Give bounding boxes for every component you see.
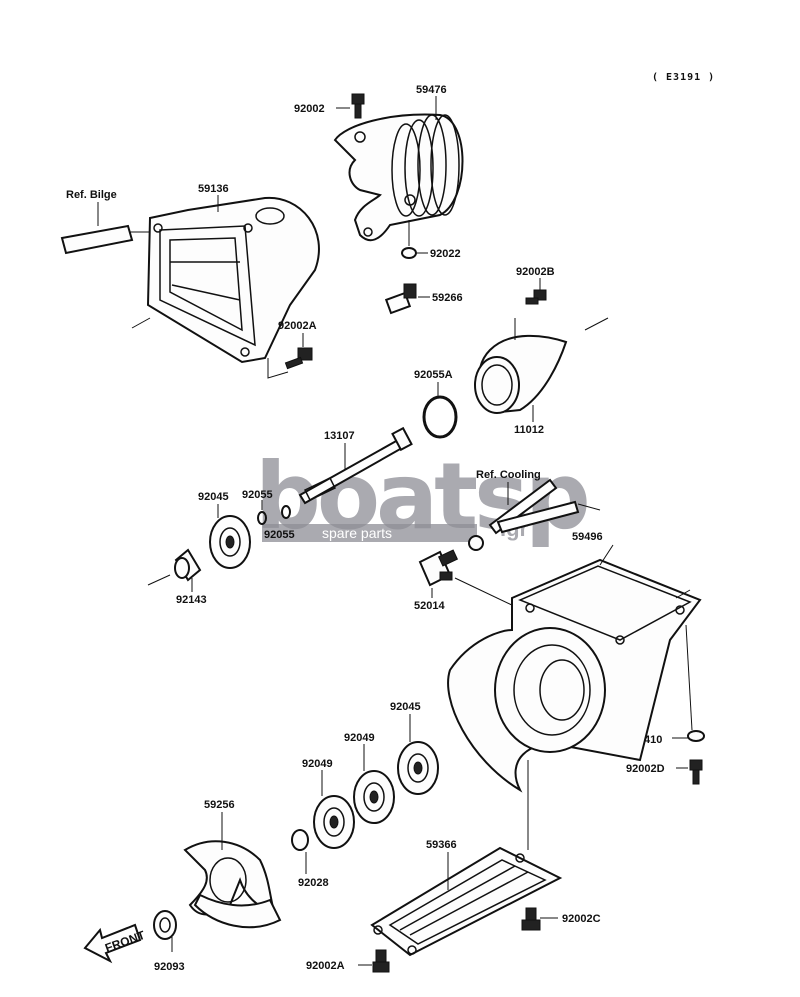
label-59256: 59256	[204, 799, 235, 811]
label-92045-right: 92045	[390, 701, 421, 713]
bearing-92049-b	[313, 795, 355, 849]
front-direction-arrow: FRONT	[83, 923, 147, 964]
bolt-92002A-mid	[284, 347, 313, 370]
label-11012: 11012	[514, 424, 544, 436]
label-52014: 52014	[414, 600, 445, 612]
cooling-hose-lower	[496, 500, 580, 534]
elbow-fitting-52014	[418, 549, 459, 587]
label-92002D: 92002D	[626, 763, 665, 775]
label-92002-top: 92002	[294, 103, 325, 115]
sleeve-92143	[174, 548, 202, 582]
label-92002A-mid: 92002A	[278, 320, 317, 332]
impeller-59256	[183, 840, 282, 929]
label-92055-b: 92055	[264, 529, 295, 541]
watermark-tagline: spare parts	[322, 525, 392, 541]
pump-cover-59476	[333, 113, 464, 242]
nozzle-11012	[474, 334, 568, 414]
bearing-92045-right	[397, 741, 439, 795]
label-92143: 92143	[176, 594, 207, 606]
label-ref-cooling: Ref. Cooling	[476, 469, 541, 481]
ring-92055-a	[257, 511, 267, 525]
collar-92028	[291, 829, 309, 851]
diagram-code: ( E3191 )	[652, 72, 715, 83]
label-92002B: 92002B	[516, 266, 555, 278]
label-92022: 92022	[430, 248, 461, 260]
washer-410	[687, 730, 705, 742]
pump-case-59496	[447, 558, 702, 793]
label-59136: 59136	[198, 183, 229, 195]
label-59476: 59476	[416, 84, 447, 96]
label-59496: 59496	[572, 531, 603, 543]
label-92093: 92093	[154, 961, 185, 973]
bilge-hose	[60, 224, 134, 255]
intake-grate-59366	[370, 846, 563, 957]
washer-92022	[401, 247, 417, 259]
watermark-band	[262, 524, 477, 542]
label-92049-a: 92049	[344, 732, 375, 744]
bolt-92002C	[521, 907, 541, 931]
bolt-92002A-bottom	[372, 949, 390, 973]
bolt-92002-top	[351, 93, 365, 119]
label-92055-a: 92055	[242, 489, 273, 501]
label-92045-left: 92045	[198, 491, 229, 503]
drive-shaft-13107	[298, 426, 413, 505]
label-410: 410	[644, 734, 662, 746]
bolt-92002B	[525, 289, 547, 305]
label-92002C: 92002C	[562, 913, 601, 925]
ring-92055-b	[281, 505, 291, 519]
bolt-92002D	[689, 759, 703, 785]
bearing-92049-a	[353, 770, 395, 824]
label-92055A: 92055A	[414, 369, 453, 381]
label-13107: 13107	[324, 430, 355, 442]
o-ring-92055A	[422, 395, 458, 439]
label-ref-bilge: Ref. Bilge	[66, 189, 117, 201]
label-92049-b: 92049	[302, 758, 333, 770]
label-92002A-bottom: 92002A	[306, 960, 345, 972]
label-92028: 92028	[298, 877, 329, 889]
cooling-fitting	[468, 535, 484, 551]
label-59366: 59366	[426, 839, 457, 851]
washer-92093	[153, 910, 177, 940]
fitting-59266	[384, 283, 417, 315]
bearing-92045-left	[209, 515, 251, 569]
pump-housing-59136	[146, 196, 320, 364]
label-59266: 59266	[432, 292, 463, 304]
